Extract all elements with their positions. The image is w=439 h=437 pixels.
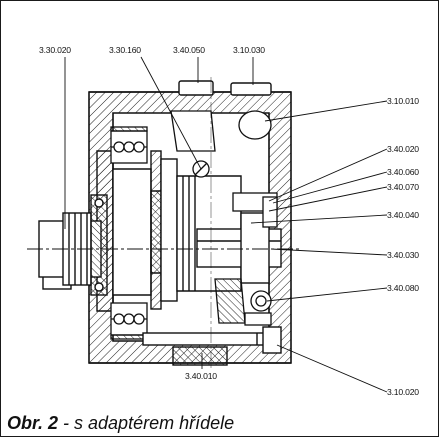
label-3-10-030: 3.10.030 xyxy=(233,45,265,55)
figure-caption: Obr. 2 - s adaptérem hřídele xyxy=(7,413,234,434)
label-3-30-020: 3.30.020 xyxy=(39,45,71,55)
leader-lines xyxy=(64,56,388,393)
label-3-40-060: 3.40.060 xyxy=(387,167,419,177)
figure-description: - s adaptérem hřídele xyxy=(58,413,235,433)
label-3-40-080: 3.40.080 xyxy=(387,283,419,293)
technical-drawing: 3.30.020 3.30.160 3.40.050 3.10.030 3.10… xyxy=(27,45,419,397)
label-3-10-020: 3.10.020 xyxy=(387,387,419,397)
bearing-top xyxy=(110,126,148,164)
label-3-40-010: 3.40.010 xyxy=(185,371,217,381)
label-3-40-020: 3.40.020 xyxy=(387,144,419,154)
label-3-40-050: 3.40.050 xyxy=(173,45,205,55)
bolt-bottom xyxy=(142,326,282,354)
label-3-40-040: 3.40.040 xyxy=(387,210,419,220)
drive-shaft xyxy=(196,212,282,284)
label-3-40-070: 3.40.070 xyxy=(387,182,419,192)
label-3-40-030: 3.40.030 xyxy=(387,250,419,260)
part-labels: 3.30.020 3.30.160 3.40.050 3.10.030 3.10… xyxy=(39,45,419,397)
upper-cavities xyxy=(170,110,278,228)
bearing-bottom xyxy=(110,302,148,340)
spline-adapter xyxy=(38,194,108,296)
figure-number: Obr. 2 xyxy=(7,413,59,433)
top-ports xyxy=(172,80,272,366)
lower-parts xyxy=(214,278,272,326)
label-3-10-010: 3.10.010 xyxy=(387,96,419,106)
centerline xyxy=(27,77,301,371)
label-3-30-160: 3.30.160 xyxy=(109,45,141,55)
